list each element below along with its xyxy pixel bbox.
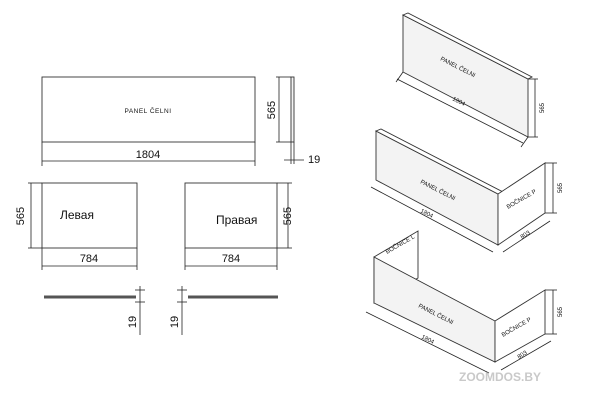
- left-side-label: Левая: [60, 208, 94, 222]
- iso-front-panel-face: [402, 14, 529, 138]
- right-height-dim: 565: [282, 207, 294, 225]
- iso-corner-height-dim: 565: [558, 182, 564, 193]
- right-side-label: Правая: [216, 213, 257, 227]
- front-height-dim: 565: [266, 101, 278, 119]
- iso-u-length-dim: 1804: [420, 334, 435, 346]
- left-side-view: Левая 565 784 19: [15, 182, 145, 335]
- iso-front-height-dim: 565: [540, 102, 546, 113]
- iso-u-shape: BOČNICE L PANEL ČELNI BOČNICE P 1804 803…: [365, 230, 564, 374]
- front-thickness-dim: 19: [308, 154, 320, 166]
- right-width-dim: 784: [222, 253, 240, 265]
- right-side-view: Правая 565 784 19: [169, 182, 294, 335]
- right-side-rect: [184, 182, 278, 249]
- front-panel-edge: [290, 76, 295, 143]
- iso-front-panel: PANEL ČELNI 1804 565: [395, 12, 546, 148]
- left-width-dim: 784: [80, 253, 98, 265]
- left-side-rect: [41, 182, 138, 249]
- iso-corner-side-face: [497, 162, 546, 246]
- watermark: ZOOMDOS.BY: [459, 370, 541, 384]
- iso-corner-right: PANEL ČELNI BOČNICE P 1804 803 565: [370, 128, 564, 253]
- front-panel-view: PANEL ČELNI 1804 565 19: [41, 76, 320, 166]
- right-thickness-dim: 19: [169, 316, 181, 328]
- iso-front-length-dim: 1804: [451, 96, 466, 108]
- front-width-dim: 1804: [136, 149, 160, 161]
- front-panel-label: PANEL ČELNI: [124, 106, 171, 115]
- iso-u-side-dim: 803: [517, 350, 529, 361]
- iso-corner-length-dim: 1804: [419, 208, 434, 220]
- iso-front-length-dim-line: [396, 78, 524, 144]
- left-thickness-dim: 19: [127, 316, 139, 328]
- iso-corner-side-dim: 803: [520, 230, 532, 241]
- iso-u-height-dim: 565: [558, 306, 564, 317]
- front-panel-rect: [41, 76, 256, 143]
- left-height-dim: 565: [15, 207, 27, 225]
